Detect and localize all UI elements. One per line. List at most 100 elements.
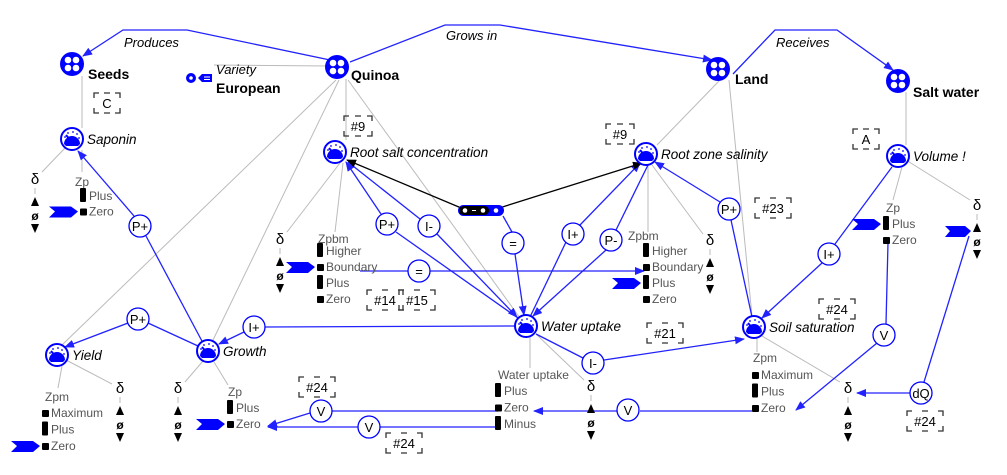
dependency-link [654,161,721,203]
dependency-soil-i[interactable]: I- [581,351,605,375]
dependency-growth-i[interactable]: I+ [242,315,266,339]
qs-value-zero[interactable]: Zero [49,205,114,219]
qs-value-zero[interactable]: Zero [883,233,917,247]
decreasing-arrow-icon[interactable] [844,433,852,442]
dependency-dq[interactable]: dQ [909,381,933,405]
qs-value-plus[interactable]: Plus [852,216,915,231]
dependency-volume-v[interactable]: V [872,323,896,347]
qs-value-maximum[interactable]: Maximum [752,368,813,382]
increasing-arrow-icon[interactable] [706,258,714,267]
decreasing-arrow-icon[interactable] [276,284,284,293]
derivative-symbol: δ [844,380,852,397]
decreasing-arrow-icon[interactable] [973,250,981,259]
structural-link [212,79,340,341]
structural-link [656,79,721,146]
quantity-saponin[interactable]: Saponin [60,127,137,151]
increasing-arrow-icon[interactable] [174,406,182,415]
entity-seeds[interactable]: Seeds [60,52,129,82]
increasing-arrow-icon[interactable] [276,257,284,266]
qs-value-plus[interactable]: Plus [752,383,784,399]
point-marker [80,208,87,216]
quantity-water-uptake[interactable]: Water uptake [514,314,621,338]
increasing-arrow-icon[interactable] [116,406,124,415]
quantity-soil-saturation[interactable]: Soil saturation [742,315,855,339]
quantity-growth[interactable]: Growth [196,339,267,363]
decreasing-arrow-icon[interactable] [706,285,714,294]
attribute-link [213,64,331,67]
increasing-arrow-icon[interactable] [587,404,595,413]
entity-land[interactable]: Land [706,57,768,87]
dependency-root-zone_i[interactable]: I+ [561,222,585,246]
point-marker [495,404,502,412]
dependency-growth-v1[interactable]: V [309,399,333,423]
dependency-corr-eq[interactable]: = [501,231,525,255]
entity-label: Seeds [88,66,129,82]
qs-value-zero[interactable]: Zero [11,439,76,453]
quantity-root-zone[interactable]: Root zone salinity [634,142,769,166]
steady-symbol[interactable]: ø [116,418,124,432]
dependency-soil-v[interactable]: V [616,398,640,422]
decreasing-arrow-icon[interactable] [116,433,124,442]
qs-value-boundary[interactable]: Boundary [286,260,377,274]
qs-value-minus[interactable]: Minus [495,416,536,431]
quantity-yield[interactable]: Yield [45,343,102,367]
connector-dot-icon [493,208,499,213]
dependency-boundary-eq[interactable]: = [407,259,431,283]
decreasing-arrow-icon[interactable] [587,431,595,440]
quantity-label: Water uptake [541,319,621,334]
qs-value-plus[interactable]: Plus [42,421,74,437]
steady-symbol[interactable]: ø [276,269,284,283]
correspondence-node[interactable] [458,205,504,216]
steady-symbol[interactable]: ø [31,209,39,223]
qs-value-zero[interactable]: Zero [196,417,261,431]
dependency-root-zone_p[interactable]: P- [599,228,623,252]
point-marker [317,296,324,303]
increasing-arrow-icon[interactable] [844,406,852,415]
qs-value-plus[interactable]: Plus [80,188,112,203]
increasing-arrow-icon[interactable] [973,223,981,232]
dependency-link [529,241,567,318]
qs-value-plus[interactable]: Plus [495,383,527,398]
quantity-volume[interactable]: Volume ! [886,144,966,168]
steady-symbol[interactable]: ø [587,416,595,430]
steady-symbol[interactable]: ø [174,418,182,432]
quantity-space-name: Zp [886,201,900,215]
dependency-link [395,231,519,319]
dependency-growth-v2[interactable]: V [357,415,381,439]
decreasing-arrow-icon[interactable] [31,224,39,233]
qs-value-label: Plus [652,276,675,290]
steady-symbol[interactable]: ø [844,418,852,432]
entity-quinoa[interactable]: Quinoa [325,55,399,83]
quantity-root-salt[interactable]: Root salt concentration [323,140,488,164]
steady-symbol[interactable]: ø [973,235,981,249]
qs-value-zero[interactable]: Zero [317,292,351,306]
qs-value-zero[interactable]: Zero [495,401,529,415]
qs-value-higher[interactable]: Higher [643,243,687,258]
qs-value-plus[interactable]: Plus [317,275,349,290]
dependency-saponin-p[interactable]: P+ [128,214,152,238]
dependency-volume-i[interactable]: I+ [817,242,841,266]
identifier-label: A [862,132,871,147]
dependency-root-salt_i[interactable]: I- [417,214,441,238]
dependency-root-salt_p[interactable]: P+ [375,212,399,236]
qs-value-higher[interactable]: Higher [317,243,361,258]
qs-value-boundary[interactable]: Boundary [643,260,703,274]
structural-link [213,361,229,386]
entity-salt-water[interactable]: Salt water [886,69,980,100]
qs-value-zero[interactable]: Zero [643,292,677,306]
qs-value-plus[interactable]: Plus [227,400,259,415]
dependency-yield-p[interactable]: P+ [126,307,150,331]
qs-value-plus[interactable]: Plus [612,275,675,290]
identifier-label: #24 [393,436,415,451]
qs-value-label: Plus [504,384,527,398]
increasing-arrow-icon[interactable] [31,197,39,206]
dependency-link [923,235,970,383]
decreasing-arrow-icon[interactable] [174,433,182,442]
steady-symbol[interactable]: ø [706,270,714,284]
dependency-soil-p[interactable]: P+ [717,197,741,221]
qs-value-maximum[interactable]: Maximum [42,406,103,420]
dependency-label: P+ [721,202,737,217]
qs-value-zero[interactable]: Zero [752,401,786,415]
